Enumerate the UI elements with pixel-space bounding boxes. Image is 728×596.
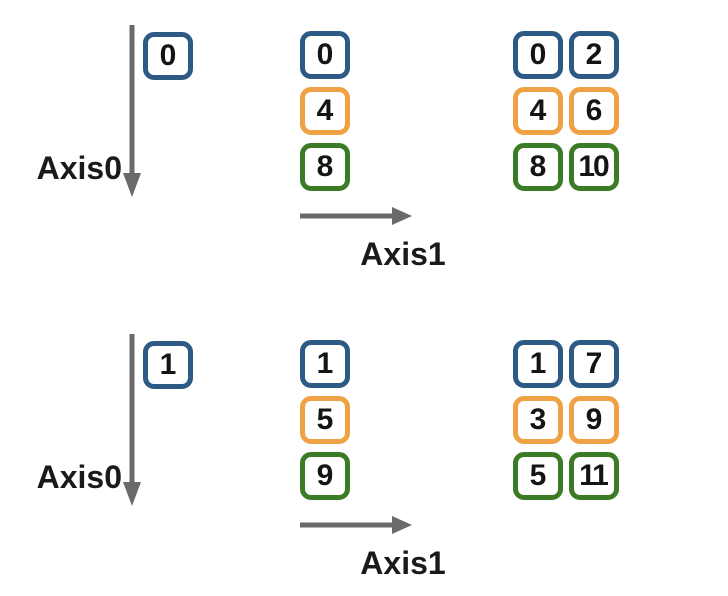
cell-value: 7 — [585, 347, 603, 380]
cell-value: 10 — [578, 150, 609, 183]
array-cell: 7 — [569, 340, 619, 388]
cell-value: 4 — [529, 94, 547, 127]
array-cell: 4 — [513, 87, 563, 135]
array-cell: 9 — [300, 452, 350, 500]
axis0-label: Axis0 — [36, 150, 122, 186]
cell-value: 4 — [316, 94, 334, 127]
cell-value: 5 — [529, 459, 547, 492]
cell-value: 1 — [529, 347, 547, 380]
cell-value: 11 — [579, 459, 609, 492]
scalar-cell-container: 1 — [143, 341, 193, 389]
column-cells-container: 1 5 9 — [300, 340, 350, 500]
column-cells-container: 0 4 8 — [300, 31, 350, 191]
cell-value: 0 — [316, 38, 334, 71]
array-cell: 1 — [143, 341, 193, 389]
axis0-arrow-down-icon — [121, 25, 143, 197]
array-cell: 10 — [569, 143, 619, 191]
array-cell: 4 — [300, 87, 350, 135]
array-cell: 0 — [300, 31, 350, 79]
array-cell: 2 — [569, 31, 619, 79]
array-cell: 1 — [300, 340, 350, 388]
cell-value: 1 — [159, 348, 177, 381]
array-cell: 0 — [143, 32, 193, 80]
cell-value: 0 — [529, 38, 547, 71]
cell-value: 5 — [316, 403, 334, 436]
axis1-arrow-right-icon — [300, 207, 412, 225]
cell-value: 8 — [529, 150, 547, 183]
cell-value: 6 — [585, 94, 603, 127]
cell-value: 9 — [585, 403, 603, 436]
grid-cells-container: 0 2 4 6 8 10 — [513, 31, 619, 191]
grid-cells-container: 1 7 3 9 5 11 — [513, 340, 619, 500]
array-cell: 5 — [513, 452, 563, 500]
diagram-section-bottom: Axis0 1 1 5 9 Axis1 1 7 3 9 5 11 — [0, 309, 728, 596]
axis1-arrow-right-icon — [300, 516, 412, 534]
cell-value: 1 — [316, 347, 334, 380]
array-cell: 11 — [569, 452, 619, 500]
axis0-arrow-down-icon — [121, 334, 143, 506]
axis1-label: Axis1 — [360, 236, 446, 272]
cell-value: 2 — [585, 38, 603, 71]
axis0-label: Axis0 — [36, 459, 122, 495]
array-cell: 8 — [513, 143, 563, 191]
diagram-section-top: Axis0 0 0 4 8 Axis1 0 2 4 6 8 10 — [0, 0, 728, 287]
axis1-label: Axis1 — [360, 545, 446, 581]
cell-value: 8 — [316, 150, 334, 183]
array-cell: 1 — [513, 340, 563, 388]
array-cell: 6 — [569, 87, 619, 135]
array-cell: 3 — [513, 396, 563, 444]
array-cell: 0 — [513, 31, 563, 79]
cell-value: 3 — [529, 403, 547, 436]
cell-value: 0 — [159, 39, 177, 72]
array-cell: 9 — [569, 396, 619, 444]
array-cell: 5 — [300, 396, 350, 444]
array-cell: 8 — [300, 143, 350, 191]
scalar-cell-container: 0 — [143, 32, 193, 80]
cell-value: 9 — [316, 459, 334, 492]
